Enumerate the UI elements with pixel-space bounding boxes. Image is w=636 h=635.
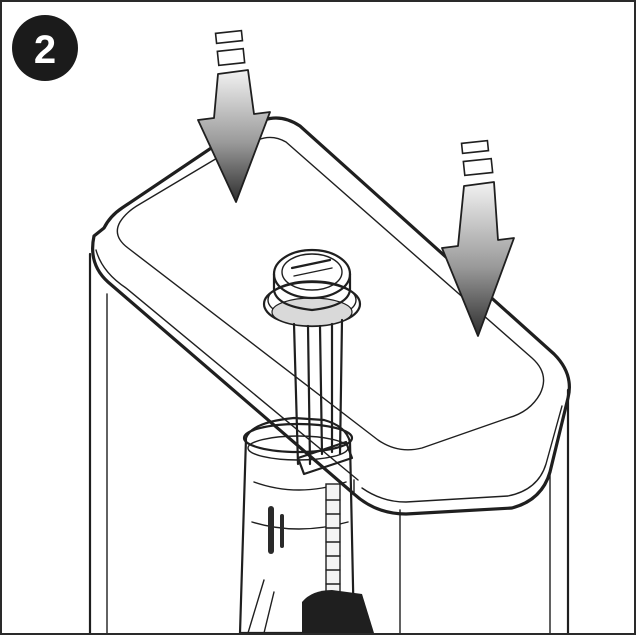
step-badge: 2 [12, 15, 78, 81]
cistern-tank [88, 252, 570, 633]
flush-valve [238, 416, 374, 633]
press-arrow-right [441, 139, 515, 337]
step-number: 2 [34, 28, 56, 72]
push-rods [292, 318, 344, 466]
flush-button-assembly [262, 248, 362, 328]
press-arrow-left [197, 29, 271, 203]
tank-lid [91, 116, 571, 516]
